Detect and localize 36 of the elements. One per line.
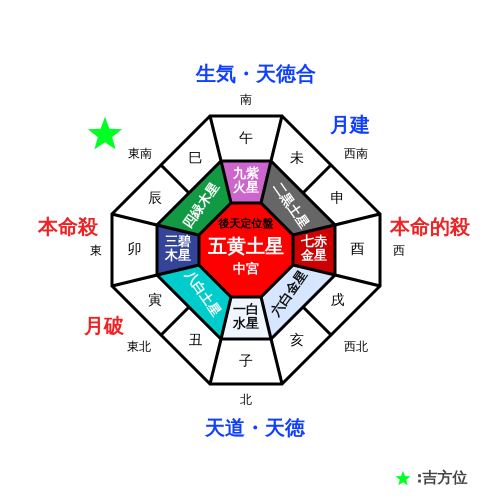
branch-name: 未 xyxy=(290,151,304,166)
star-name: 七赤金星 xyxy=(300,236,328,264)
star-name: 八白土星 xyxy=(181,268,223,320)
direction-label: 西北 xyxy=(344,338,368,356)
annotation: 天道・天徳 xyxy=(205,414,305,442)
branch-name: 戌 xyxy=(330,293,344,308)
direction-label: 東北 xyxy=(127,338,151,356)
direction-label: 西南 xyxy=(344,146,368,162)
direction-label: 北 xyxy=(240,392,252,408)
star-name: 五黄土星 xyxy=(208,236,284,258)
annotation: 月破 xyxy=(84,312,124,340)
annotation: 本命的殺 xyxy=(390,214,470,240)
annotation: 月建 xyxy=(330,112,370,138)
branch-name: 辰 xyxy=(148,192,162,207)
annotation: 生気・天徳合 xyxy=(196,60,316,88)
direction-label: 東 xyxy=(90,242,102,260)
annotation: 本命殺 xyxy=(38,214,98,240)
branch-name: 巳 xyxy=(188,151,202,166)
legend-text: :吉方位 xyxy=(416,468,468,488)
chart-title: 後天定位盤 xyxy=(218,218,274,230)
branch-name: 酉 xyxy=(350,242,364,258)
palace-name: 中宮 xyxy=(233,262,259,278)
star-name: 九紫火星 xyxy=(232,168,260,196)
branch-name: 丑 xyxy=(188,334,202,349)
branch-name: 寅 xyxy=(148,293,162,308)
star-name: 三碧木星 xyxy=(164,236,192,264)
direction-label: 西 xyxy=(393,242,405,260)
direction-label: 南 xyxy=(240,92,252,108)
branch-name: 子 xyxy=(239,354,253,370)
branch-name: 午 xyxy=(239,130,253,146)
branch-name: 申 xyxy=(330,192,344,207)
branch-name: 亥 xyxy=(290,334,304,349)
star-name: 六白金星 xyxy=(269,268,311,320)
direction-label: 東南 xyxy=(128,146,152,162)
branch-name: 卯 xyxy=(128,242,142,258)
star-name: 一白水星 xyxy=(232,304,260,332)
